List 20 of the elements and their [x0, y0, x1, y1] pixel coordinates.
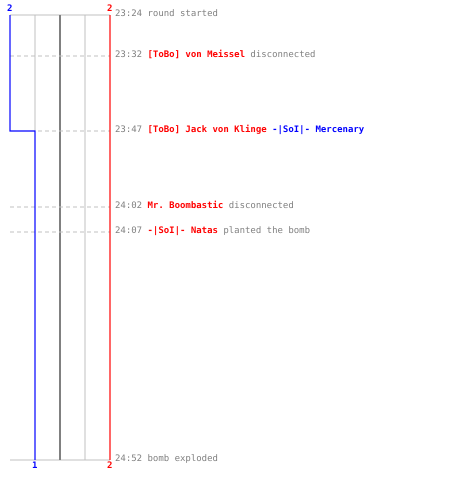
- event-text: round started: [147, 9, 218, 19]
- time-label: 23:47: [115, 125, 142, 135]
- player-name: -|SoI|- Mercenary: [272, 125, 364, 135]
- player-name: [ToBo] Jack von Klinge: [147, 125, 267, 135]
- time-label: 24:07: [115, 226, 142, 236]
- event-text: disconnected: [250, 50, 316, 60]
- event-text: bomb exploded: [147, 454, 218, 464]
- event-text: disconnected: [228, 201, 294, 211]
- player-count: 2: [107, 461, 112, 471]
- time-label: 24:52: [115, 454, 142, 464]
- time-label: 24:02: [115, 201, 142, 211]
- player-name: Mr. Boombastic: [147, 201, 224, 211]
- time-label: 23:24: [115, 9, 142, 19]
- player-name: -|SoI|- Natas: [147, 226, 218, 236]
- time-label: 23:32: [115, 50, 142, 60]
- player-count: 1: [32, 461, 38, 471]
- player-count: 2: [7, 4, 12, 14]
- player-name: [ToBo] von Meissel: [147, 50, 246, 60]
- event-text: planted the bomb: [223, 226, 310, 236]
- player-count: 2: [107, 4, 112, 14]
